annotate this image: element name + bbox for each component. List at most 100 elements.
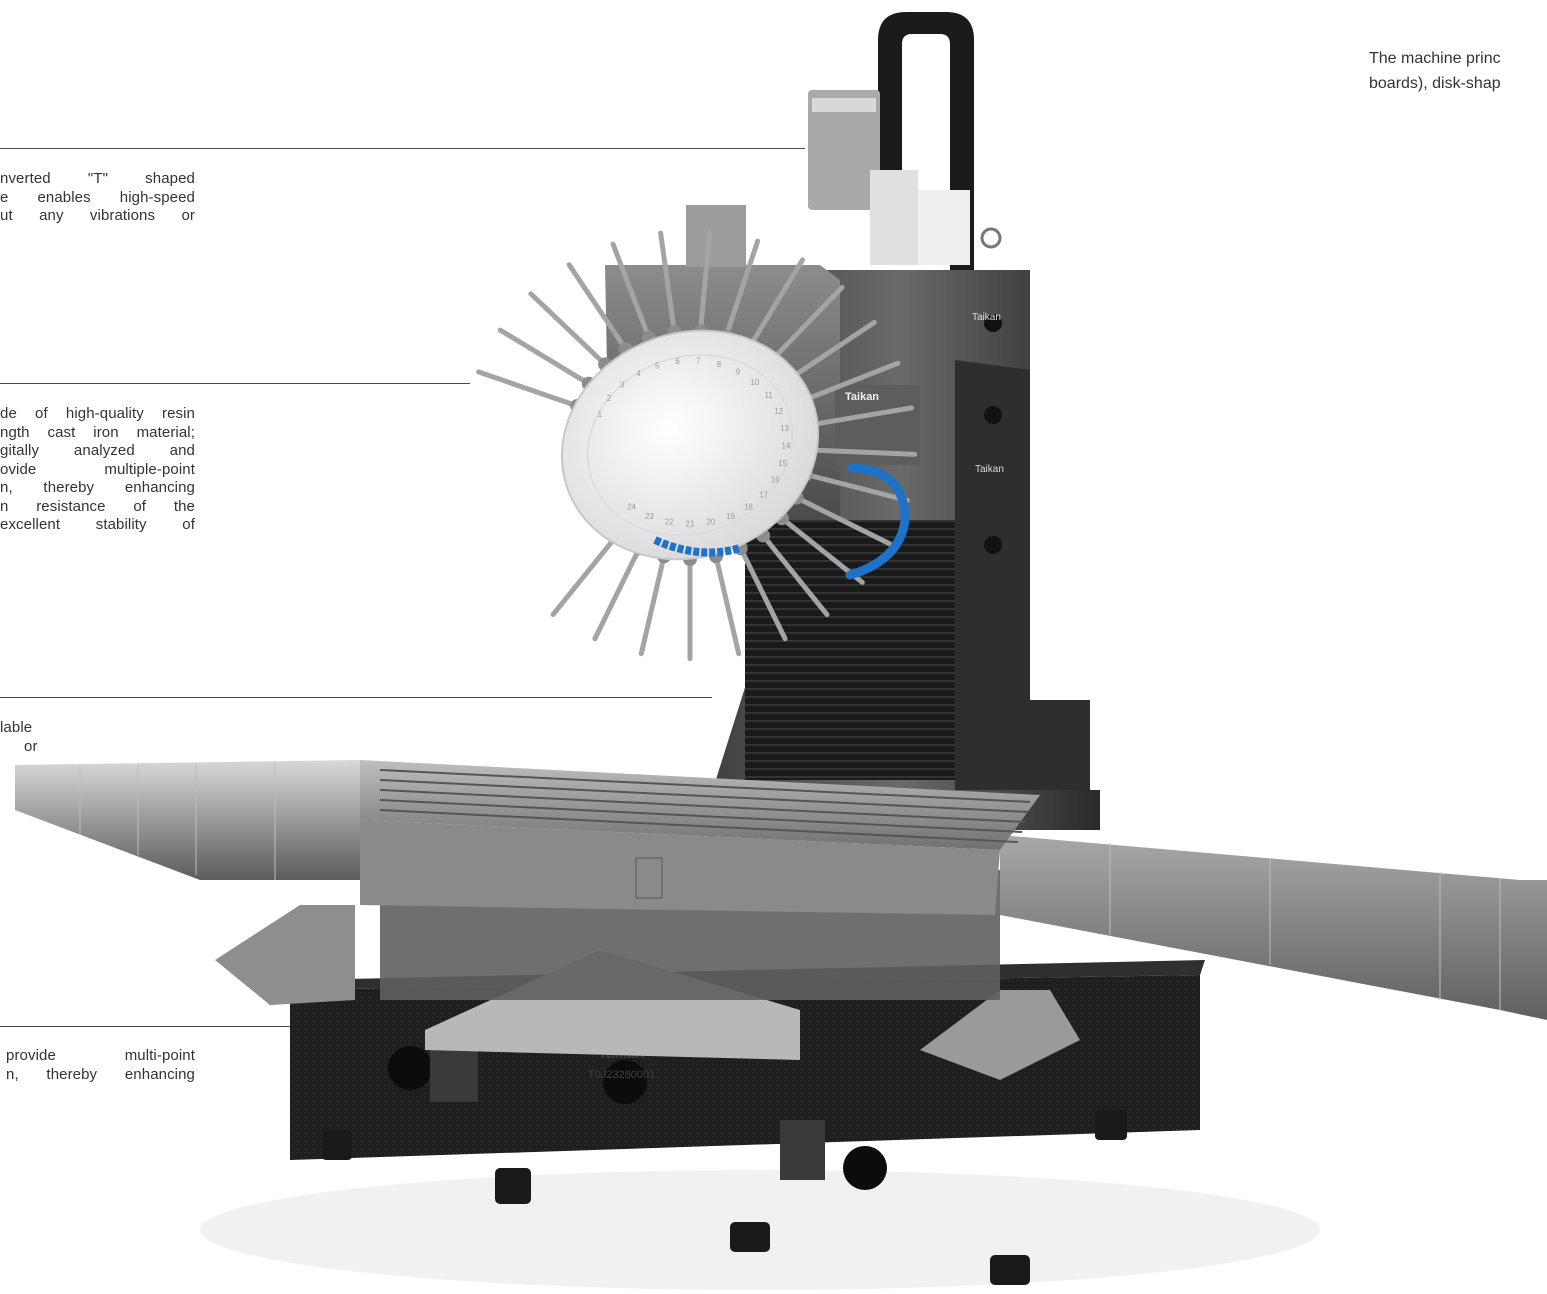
tool-holder bbox=[497, 327, 592, 387]
magazine-number: 18 bbox=[744, 503, 753, 512]
bed-hole bbox=[843, 1146, 887, 1190]
magazine-number: 9 bbox=[736, 367, 741, 376]
callout-line-text: n resistance of the bbox=[0, 497, 195, 515]
coolant-hose-2 bbox=[653, 536, 742, 557]
magazine-number: 24 bbox=[627, 503, 636, 512]
magazine-number: 17 bbox=[759, 490, 768, 499]
servo-box-2 bbox=[918, 190, 970, 265]
gear-housing bbox=[686, 205, 746, 267]
callout-line-text: e enables high-speed bbox=[0, 188, 195, 206]
bed-panel bbox=[780, 1120, 825, 1180]
tool-holder bbox=[476, 369, 580, 409]
callout-line-column bbox=[0, 148, 805, 149]
x-cover-right bbox=[1000, 835, 1547, 1020]
tool-holder bbox=[658, 230, 677, 335]
head-brand-label: Taikan bbox=[845, 391, 879, 403]
tool-holder bbox=[785, 319, 877, 383]
tool-holder bbox=[798, 360, 901, 404]
magazine-number: 21 bbox=[686, 520, 695, 529]
magazine-number: 8 bbox=[717, 360, 722, 369]
magazine-number: 23 bbox=[645, 512, 654, 521]
magazine-number: 6 bbox=[675, 357, 680, 366]
tool-holder bbox=[713, 553, 742, 657]
callout-line-text: lable bbox=[0, 719, 33, 736]
column-hole bbox=[984, 406, 1002, 424]
magazine-number: 7 bbox=[696, 357, 701, 366]
y-cover-left bbox=[215, 905, 355, 1005]
callout-column-text: nverted "T" shaped e enables high-speed … bbox=[0, 170, 195, 226]
z-axis-bellows bbox=[745, 520, 955, 780]
spindle-motor bbox=[808, 90, 880, 210]
magazine-number: 13 bbox=[780, 424, 789, 433]
y-cover-right bbox=[920, 990, 1080, 1080]
tool-holder bbox=[747, 257, 805, 349]
tool-holder bbox=[566, 262, 629, 352]
tool-holder bbox=[803, 472, 910, 503]
callout-line-text: gitally analyzed and bbox=[0, 442, 195, 459]
magazine-number: 4 bbox=[636, 369, 641, 378]
tool-holder bbox=[592, 545, 642, 642]
callout-line-text: nverted "T" shaped bbox=[0, 170, 195, 187]
callout-line-text: ut any vibrations or bbox=[0, 207, 195, 224]
magazine-number: 14 bbox=[781, 442, 790, 451]
callout-line-text: ngth cast iron material; bbox=[0, 423, 195, 441]
worktable-front bbox=[360, 820, 1000, 915]
magazine-number: 22 bbox=[665, 518, 674, 527]
magazine-number: 5 bbox=[655, 361, 660, 370]
tool-holder bbox=[638, 553, 667, 657]
t-slots bbox=[379, 769, 1031, 843]
callout-bed-text: provide multi-point n, thereby enhancing bbox=[6, 1047, 195, 1084]
tool-holder bbox=[807, 447, 918, 457]
magazine-number: 1 bbox=[598, 410, 603, 419]
callout-line-text: n, thereby enhancing bbox=[0, 479, 195, 496]
column-hole bbox=[984, 314, 1002, 332]
bed-panel bbox=[430, 1042, 478, 1102]
magazine-number: 19 bbox=[726, 512, 735, 521]
table-logo-plate bbox=[635, 857, 663, 899]
column-side bbox=[955, 360, 1090, 790]
callout-line-text: ovide multiple-point bbox=[0, 460, 195, 478]
callout-base-text: de of high-quality resin ngth cast iron … bbox=[0, 405, 195, 535]
magazine-number: 11 bbox=[764, 391, 773, 400]
column-brand-label: Taikan bbox=[972, 312, 1001, 323]
x-cover-segments bbox=[79, 763, 1501, 1010]
y-cover-front bbox=[425, 950, 800, 1060]
magazine-number: 16 bbox=[771, 476, 780, 485]
magazine-number: 2 bbox=[607, 394, 612, 403]
magazine-number: 20 bbox=[706, 518, 715, 527]
callout-line-text: n, thereby enhancing bbox=[6, 1065, 195, 1083]
callout-table-text: lable or bbox=[0, 719, 44, 756]
tool-holder bbox=[550, 532, 620, 618]
bed-hole bbox=[603, 1060, 647, 1104]
servo-box bbox=[870, 170, 918, 265]
magazine-number: 12 bbox=[774, 407, 783, 416]
tool-holder bbox=[768, 284, 845, 364]
tool-holder bbox=[760, 532, 830, 618]
intro-line-2: boards), disk-shap bbox=[1369, 75, 1501, 92]
callout-line-text: provide multi-point bbox=[6, 1047, 195, 1064]
tool-holder bbox=[805, 405, 915, 428]
magazine-number: 15 bbox=[778, 459, 787, 468]
callout-line-text: de of high-quality resin bbox=[0, 405, 195, 422]
callout-line-bed bbox=[0, 1026, 290, 1027]
tool-holder bbox=[723, 238, 761, 339]
leveling-feet bbox=[322, 1110, 1127, 1285]
column-brand-label-2: Taikan bbox=[975, 464, 1004, 475]
intro-text: The machine princ boards), disk-shap bbox=[1369, 46, 1501, 96]
callout-line-text: or bbox=[24, 737, 38, 755]
intro-line-1: The machine princ bbox=[1369, 50, 1501, 67]
magazine-number: 10 bbox=[750, 378, 759, 387]
tool-holder bbox=[697, 229, 713, 334]
column-hole bbox=[984, 536, 1002, 554]
x-cover-left bbox=[15, 760, 360, 880]
lifting-eye bbox=[980, 227, 1002, 249]
tool-holder bbox=[793, 495, 893, 547]
bed-hole bbox=[388, 1046, 432, 1090]
spindle-motor-band bbox=[812, 98, 876, 112]
tool-magazine-ring bbox=[586, 354, 794, 536]
bed-serial-label: T0J23280001 bbox=[588, 1069, 655, 1081]
callout-line-text: excellent stability of bbox=[0, 516, 195, 533]
tool-holder bbox=[610, 241, 652, 341]
coolant-hose bbox=[845, 463, 910, 580]
